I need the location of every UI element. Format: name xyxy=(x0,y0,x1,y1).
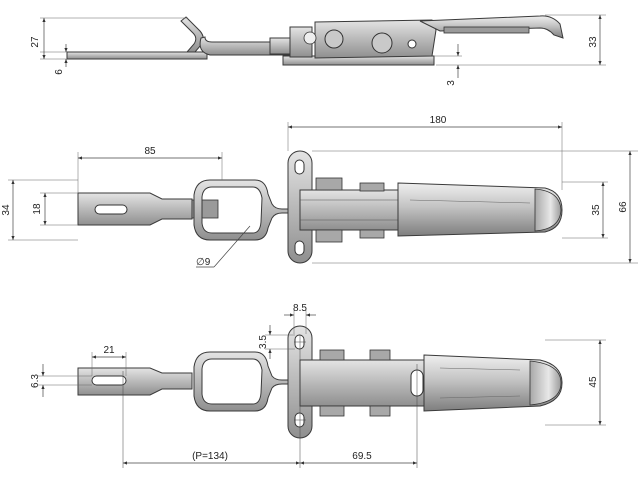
dim-18: 18 xyxy=(32,203,43,215)
dim-33: 33 xyxy=(588,36,599,48)
bottom-dimensions: 8.5 3.5 21 6.3 (P=134) 69.5 45 xyxy=(30,303,606,465)
dim-dia-9: ∅9 xyxy=(196,257,211,268)
dim-66: 66 xyxy=(618,201,629,213)
dim-35: 35 xyxy=(591,204,602,216)
side-view: 27 6 33 3 xyxy=(30,14,606,86)
side-body xyxy=(282,19,437,66)
dim-6-3: 6.3 xyxy=(30,374,41,388)
top-wire-loop xyxy=(193,179,293,241)
dim-6: 6 xyxy=(54,69,65,75)
dim-3-5: 3.5 xyxy=(258,335,269,349)
dim-27: 27 xyxy=(30,36,41,48)
bottom-centerlines xyxy=(122,335,418,468)
dim-45: 45 xyxy=(588,376,599,388)
dim-69-5: 69.5 xyxy=(352,451,372,462)
dim-p-134: (P=134) xyxy=(192,451,228,462)
dim-180: 180 xyxy=(430,115,447,126)
top-dimensions: 85 180 34 18 35 66 ∅9 xyxy=(1,115,638,268)
side-hook xyxy=(66,16,293,60)
bottom-view: 8.5 3.5 21 6.3 (P=134) 69.5 45 xyxy=(30,303,606,468)
top-lever xyxy=(397,182,563,237)
bottom-lever xyxy=(423,354,563,412)
side-lever xyxy=(419,15,564,39)
bottom-hook xyxy=(77,367,193,396)
dim-21: 21 xyxy=(103,345,115,356)
dim-85: 85 xyxy=(144,146,156,157)
top-body xyxy=(299,177,409,243)
dim-34: 34 xyxy=(1,204,12,216)
side-dimensions: 27 6 33 3 xyxy=(30,14,606,86)
top-view: 85 180 34 18 35 66 ∅9 xyxy=(1,115,638,268)
bottom-body xyxy=(299,349,431,417)
dim-8-5: 8.5 xyxy=(293,303,307,314)
bottom-wire-loop xyxy=(193,351,293,412)
dim-3: 3 xyxy=(446,80,457,86)
